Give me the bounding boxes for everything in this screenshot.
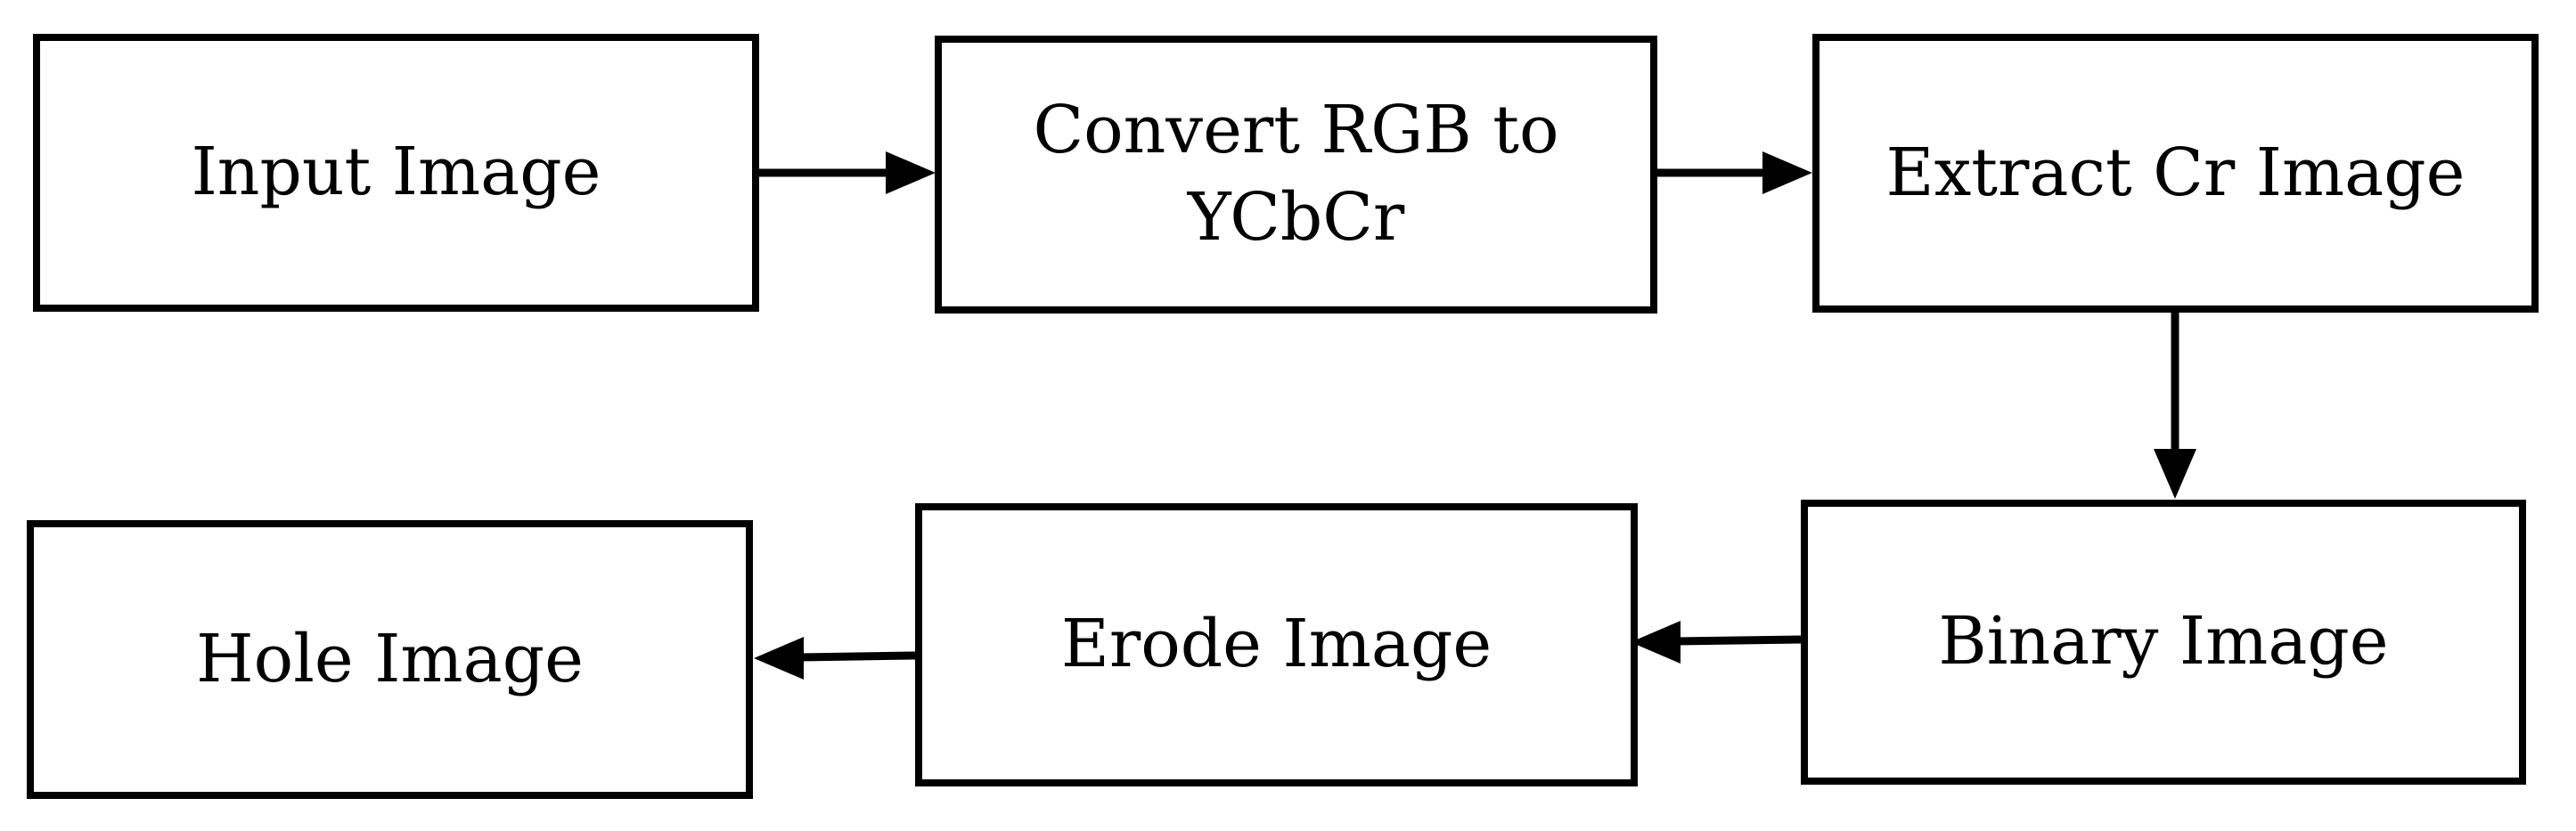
- node-convert-rgb-label: Convert RGB to YCbCr: [1033, 92, 1559, 256]
- arrow-erode-to-hole: [754, 637, 916, 680]
- node-extract-cr-label: Extract Cr Image: [1885, 134, 2466, 211]
- node-hole-image: Hole Image: [27, 520, 753, 799]
- arrow-binary-to-erode: [1631, 621, 1802, 664]
- node-erode-image-label: Erode Image: [1060, 606, 1492, 683]
- node-extract-cr: Extract Cr Image: [1812, 34, 2539, 313]
- node-binary-image: Binary Image: [1801, 500, 2526, 785]
- node-input-image-label: Input Image: [191, 134, 601, 211]
- node-erode-image: Erode Image: [915, 503, 1638, 786]
- node-input-image: Input Image: [33, 34, 759, 312]
- arrow-convert-to-extract: [1657, 151, 1812, 194]
- arrow-extract-to-binary: [2154, 313, 2196, 499]
- node-convert-rgb: Convert RGB to YCbCr: [935, 36, 1657, 314]
- node-binary-image-label: Binary Image: [1938, 603, 2389, 680]
- arrow-input-to-convert: [759, 151, 936, 194]
- node-hole-image-label: Hole Image: [196, 620, 584, 697]
